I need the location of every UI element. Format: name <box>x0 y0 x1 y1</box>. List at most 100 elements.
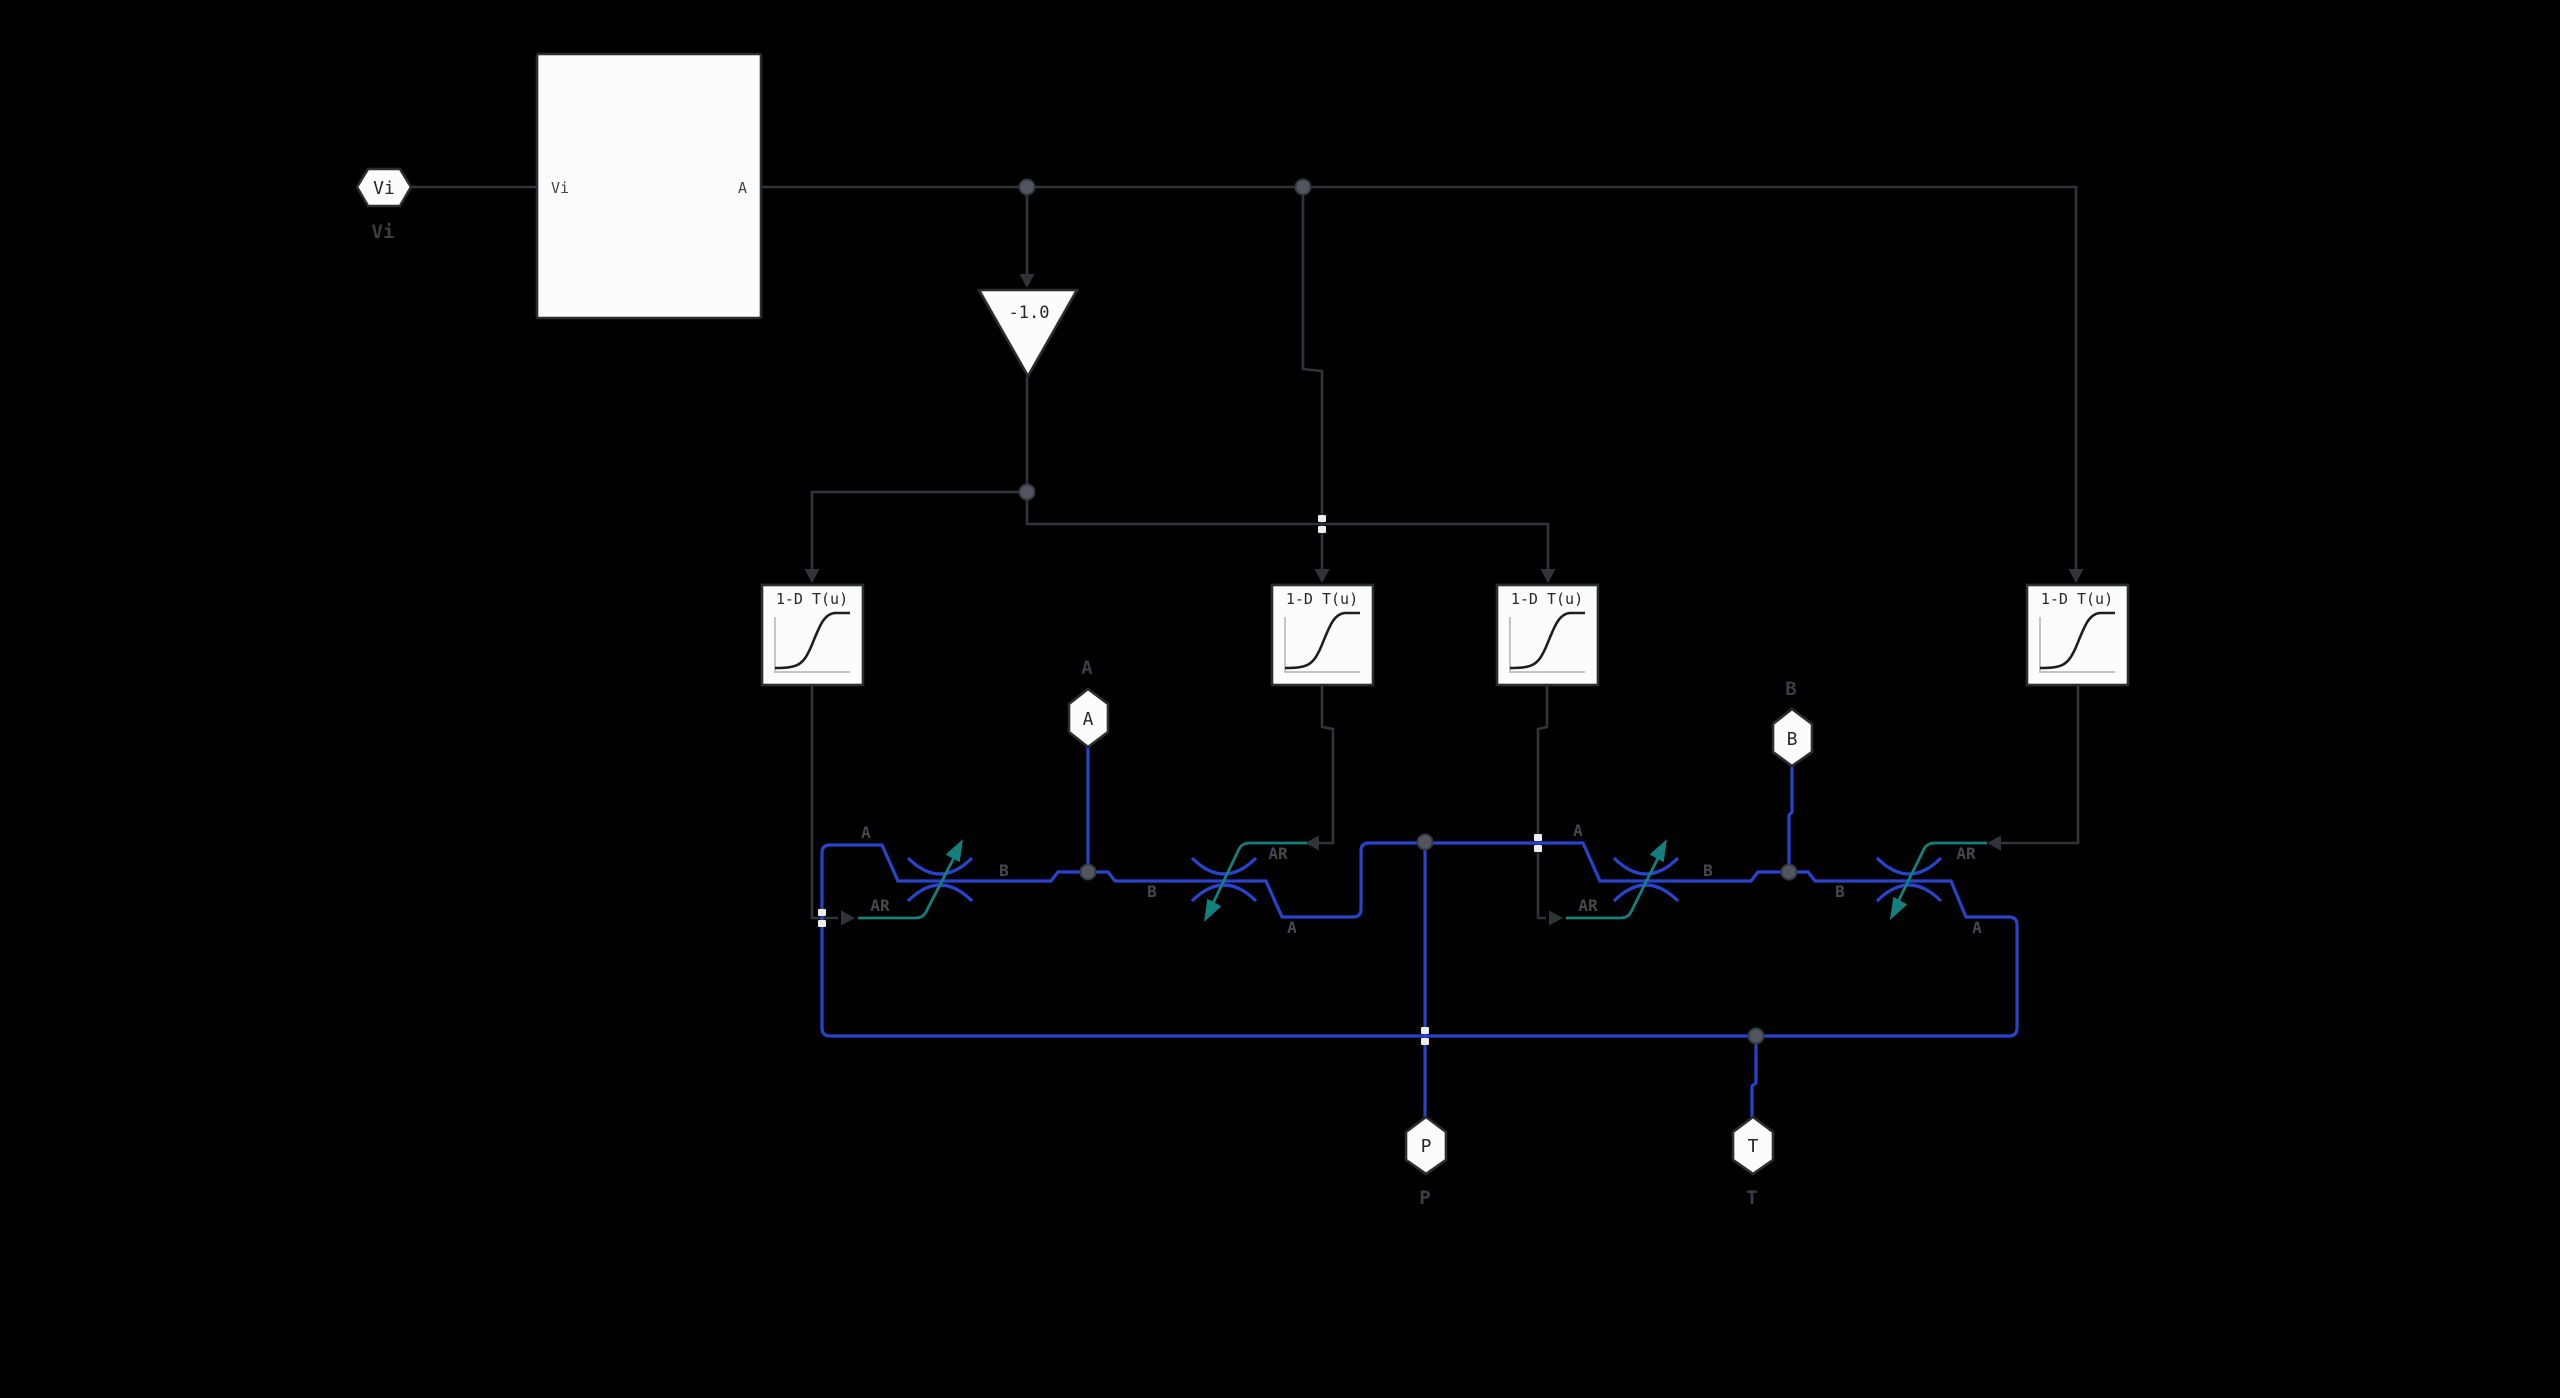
lookup-title: 1-D T(u) <box>1286 590 1358 608</box>
subsystem-port-in-label: Vi <box>551 179 569 197</box>
lookup-axes-icon <box>774 617 850 673</box>
variable-restriction-2[interactable]: B A AR <box>1147 841 1307 937</box>
junction-dot <box>1747 1027 1765 1045</box>
valve1-port-a-label: A <box>861 823 871 842</box>
wire-lut2-out[interactable] <box>1319 685 1335 845</box>
lookup-title: 1-D T(u) <box>2041 590 2113 608</box>
wire-a-main[interactable] <box>761 185 2078 570</box>
port-a-caption: A <box>1081 657 1093 679</box>
arrowhead-lut3-in-icon <box>1540 569 1556 583</box>
variable-arrow-icon <box>1890 896 1908 920</box>
restriction-arc-top-icon <box>1612 856 1680 876</box>
port-t-text: T <box>1748 1136 1759 1157</box>
subsystem-body <box>535 52 763 320</box>
vi-source-port[interactable]: Vi Vi <box>355 167 413 243</box>
connection-port-t[interactable]: T T <box>1731 1115 1775 1209</box>
valve3-port-b-label: B <box>1703 861 1713 880</box>
lookup-table-4[interactable]: 1-D T(u) <box>2025 583 2130 687</box>
valve3-port-ar-label: AR <box>1578 896 1598 915</box>
variable-restriction-3[interactable]: A B AR <box>1566 821 1713 920</box>
variable-arrow-icon <box>1204 898 1222 922</box>
wire-port-t-stub[interactable] <box>1750 1036 1758 1117</box>
lookup-table-2[interactable]: 1-D T(u) <box>1270 583 1375 687</box>
restriction-arc-top-icon <box>1875 856 1943 876</box>
hexagon-port-icon <box>1771 707 1814 768</box>
valve2-port-b-label: B <box>1147 882 1157 901</box>
variable-restriction-1[interactable]: A B AR <box>858 823 1009 920</box>
valve4-port-a-label: A <box>1972 918 1982 937</box>
subsystem-block[interactable]: Vi A <box>535 52 763 320</box>
lookup-axes-icon <box>1509 617 1585 673</box>
restriction-arc-bottom-icon <box>1612 883 1680 903</box>
lookup-title: 1-D T(u) <box>1511 590 1583 608</box>
port-b-caption: B <box>1785 678 1796 700</box>
restriction-arc-bottom-icon <box>1875 883 1943 903</box>
junction-dot <box>1294 178 1312 196</box>
valve2-port-a-label: A <box>1287 918 1297 937</box>
vi-source-caption: Vi <box>372 221 395 243</box>
subsystem-port-out-label: A <box>738 179 747 197</box>
valve4-port-b-label: B <box>1835 882 1845 901</box>
valve2-control-wire <box>1205 841 1307 917</box>
vi-source-text: Vi <box>373 178 395 199</box>
variable-arrow-icon <box>1649 839 1667 863</box>
junction-dot <box>1416 833 1434 851</box>
valve3-control-wire <box>1566 845 1666 920</box>
wire-crossing-marker <box>1421 1027 1429 1045</box>
wire-lut3-out[interactable] <box>1536 685 1549 920</box>
connection-port-b[interactable]: B B <box>1771 678 1814 768</box>
physical-network-wires <box>820 747 2019 1117</box>
valve3-port-a-label: A <box>1573 821 1583 840</box>
arrowhead-valve4-ar-icon <box>1987 835 2001 851</box>
arrowhead-valve2-ar-icon <box>1305 835 1319 851</box>
restriction-arc-top-icon <box>1190 856 1258 876</box>
lookup-table-3[interactable]: 1-D T(u) <box>1495 583 1600 687</box>
valve1-control-wire <box>858 845 962 920</box>
hexagon-port-icon <box>1067 687 1110 749</box>
restriction-arc-top-icon <box>906 856 974 876</box>
junction-dot <box>1780 863 1798 881</box>
arrowhead-gain-in-icon <box>1019 274 1035 288</box>
restriction-arc-bottom-icon <box>1190 883 1258 903</box>
lookup-axes-icon <box>1284 617 1360 673</box>
junction-dot <box>1018 178 1036 196</box>
wire-crossing-marker <box>1318 515 1326 533</box>
wire-lut4-out[interactable] <box>2001 685 2080 845</box>
junction-dot <box>1018 483 1036 501</box>
wire-physical-loop[interactable] <box>820 841 2019 1038</box>
port-b-text: B <box>1787 729 1798 750</box>
wire-crossing-marker <box>1534 834 1542 852</box>
wire-crossing-marker <box>818 909 826 927</box>
gain-block[interactable]: -1.0 <box>976 288 1080 379</box>
variable-restriction-4[interactable]: B A AR <box>1835 841 1987 937</box>
port-p-text: P <box>1421 1136 1432 1157</box>
port-a-text: A <box>1083 709 1094 730</box>
lookup-title: 1-D T(u) <box>776 590 848 608</box>
sigmoid-curve-icon <box>1284 611 1360 670</box>
wire-to-lut3[interactable] <box>1025 492 1550 570</box>
valve1-port-ar-label: AR <box>870 896 890 915</box>
sigmoid-curve-icon <box>2039 611 2115 670</box>
lookup-table-1[interactable]: 1-D T(u) <box>760 583 865 687</box>
lookup-axes-icon <box>2039 617 2115 673</box>
junction-dot <box>1079 863 1097 881</box>
wire-crossing-markers <box>818 515 1542 1045</box>
signal-wires <box>411 178 2084 926</box>
wire-to-lut1[interactable] <box>810 490 1027 570</box>
arrowhead-valve1-ar-icon <box>841 910 855 926</box>
valve4-control-wire <box>1890 841 1987 915</box>
wire-port-b-stub[interactable] <box>1787 766 1794 872</box>
arrowhead-valve3-ar-icon <box>1549 910 1563 926</box>
port-p-caption: P <box>1419 1187 1430 1209</box>
wire-branch-to-lut2[interactable] <box>1301 187 1324 570</box>
sigmoid-curve-icon <box>1509 611 1585 670</box>
valve4-port-ar-label: AR <box>1956 844 1976 863</box>
wire-lut1-out[interactable] <box>810 685 838 920</box>
hexagon-port-icon <box>355 167 413 208</box>
hexagon-port-icon <box>1731 1115 1775 1176</box>
port-t-caption: T <box>1746 1187 1757 1209</box>
connection-port-p[interactable]: P P <box>1404 1115 1448 1209</box>
connection-port-a[interactable]: A A <box>1067 657 1110 749</box>
